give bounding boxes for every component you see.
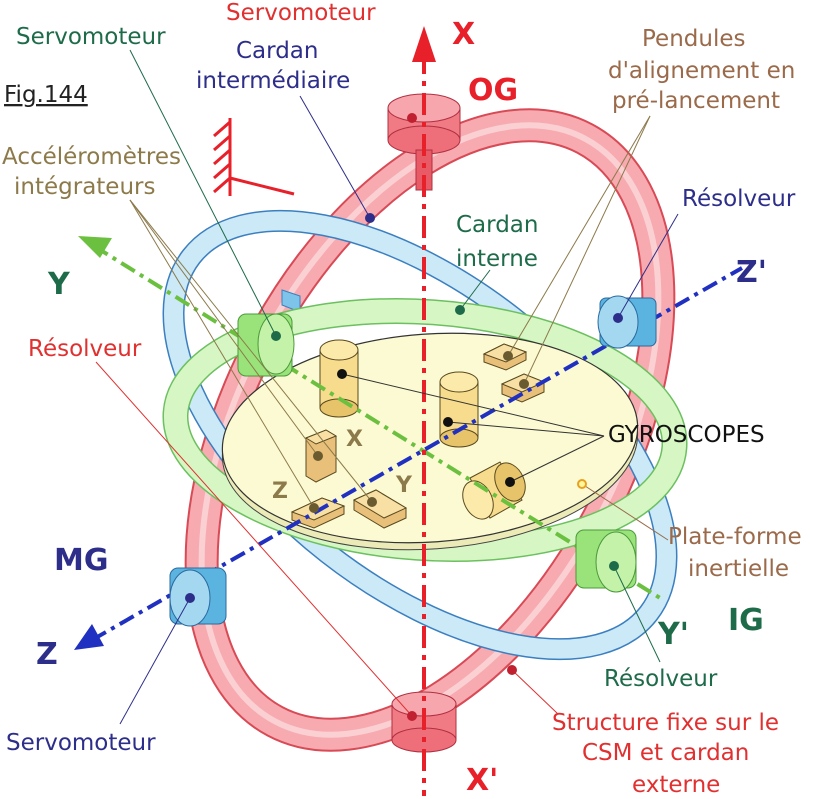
axis-label-y: Y	[47, 267, 71, 302]
axis-label-z-prime: Z'	[736, 255, 767, 290]
label-resolveur-blue: Résolveur	[682, 186, 796, 212]
label-servomoteur-bottom: Servomoteur	[6, 730, 156, 756]
axis-label-x-top: X	[452, 17, 475, 52]
resolver-green-right	[575, 529, 637, 593]
label-accelerometres-2: intégrateurs	[14, 174, 155, 200]
label-servomoteur-green: Servomoteur	[16, 24, 166, 50]
label-structure-1: Structure fixe sur le	[552, 710, 779, 736]
resolver-blue-left	[169, 567, 227, 627]
servomotor-green-left	[237, 313, 295, 377]
axis-label-y-prime: Y'	[657, 617, 689, 652]
fixed-mount-hatch	[213, 118, 295, 196]
label-cardan-intermediaire-1: Cardan	[236, 38, 318, 64]
y-axis	[78, 236, 662, 600]
label-structure-2: CSM et cardan	[582, 740, 749, 766]
label-structure-3: externe	[632, 772, 720, 798]
axis-label-ig: IG	[728, 603, 764, 638]
label-accelerometres-1: Accéléromètres	[2, 144, 181, 170]
label-cardan-intermediaire-2: intermédiaire	[196, 68, 350, 94]
accelerometer-y	[352, 489, 408, 529]
label-cardan-interne-2: interne	[456, 246, 538, 272]
resolver-blue-right	[597, 295, 657, 349]
axis-label-mg: MG	[54, 543, 108, 578]
figure-label: Fig.144	[4, 82, 88, 108]
x-axis	[412, 26, 436, 796]
label-pendules-1: Pendules	[642, 26, 745, 52]
label-pendules-3: pré-lancement	[612, 88, 780, 114]
z-axis	[74, 266, 743, 650]
axis-label-x-bottom: X'	[466, 763, 498, 798]
label-resolveur-green: Résolveur	[604, 666, 718, 692]
label-gyroscopes: GYROSCOPES	[608, 422, 765, 448]
leader-dots	[185, 113, 623, 721]
axis-label-og: OG	[468, 73, 518, 108]
label-resolveur-red: Résolveur	[28, 336, 142, 362]
platform-label-y: Y	[395, 473, 413, 498]
platform-label-z: Z	[272, 479, 288, 504]
label-plateforme-2: inertielle	[688, 556, 789, 582]
axis-label-z: Z	[36, 637, 58, 672]
platform-label-x: X	[346, 427, 363, 452]
label-servomoteur-top: Servomoteur	[226, 0, 376, 26]
label-plateforme-1: Plate-forme	[668, 524, 802, 550]
label-cardan-interne-1: Cardan	[456, 212, 538, 238]
leader-lines	[95, 49, 679, 725]
label-pendules-2: d'alignement en	[608, 58, 795, 84]
